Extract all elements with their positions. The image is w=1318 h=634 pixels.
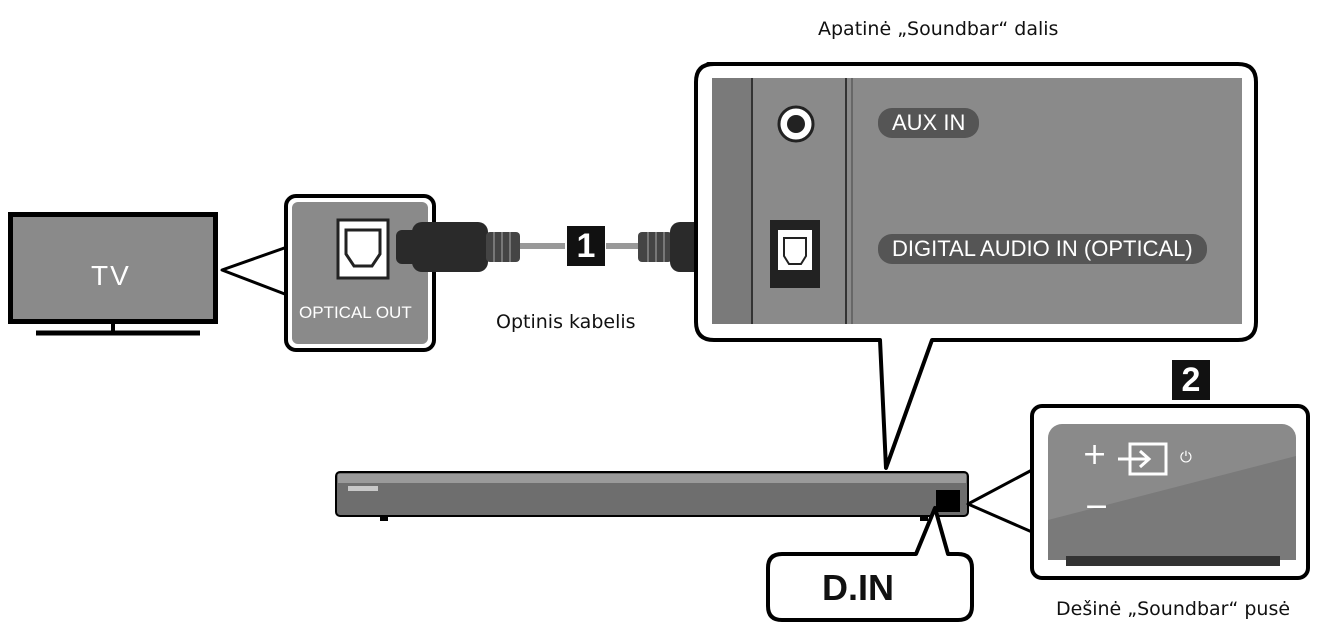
aux-in-port-icon: [777, 105, 815, 143]
soundbar-bottom-label: Apatinė „Soundbar“ dalis: [818, 18, 1059, 40]
optical-in-port-icon: [770, 220, 820, 288]
minus-icon: −: [1084, 489, 1110, 524]
digital-audio-in-label: DIGITAL AUDIO IN (OPTICAL): [878, 234, 1207, 264]
cable-plug-left-icon: [396, 222, 520, 272]
soundbar-side-callout: [966, 404, 1310, 580]
d-in-label: D.IN: [822, 567, 894, 608]
tv-callout-pointer: [220, 244, 292, 298]
optical-out-label: OPTICAL OUT: [299, 303, 412, 322]
soundbar-icon: [335, 471, 969, 521]
cable-label: Optinis kabelis: [496, 311, 636, 333]
tv-icon: [8, 212, 218, 336]
power-icon: ⏻: [1180, 448, 1192, 466]
tv-label: TV: [91, 260, 131, 291]
d-in-callout: [766, 506, 974, 622]
step-badge-2: 2: [1172, 360, 1210, 400]
source-icon: [1118, 442, 1168, 476]
soundbar-right-label: Dešinė „Soundbar“ pusė: [1056, 598, 1291, 620]
optical-out-port-icon: [336, 218, 390, 280]
step-badge-1: 1: [567, 226, 605, 266]
plus-icon: +: [1082, 437, 1108, 472]
aux-in-label: AUX IN: [878, 108, 980, 138]
